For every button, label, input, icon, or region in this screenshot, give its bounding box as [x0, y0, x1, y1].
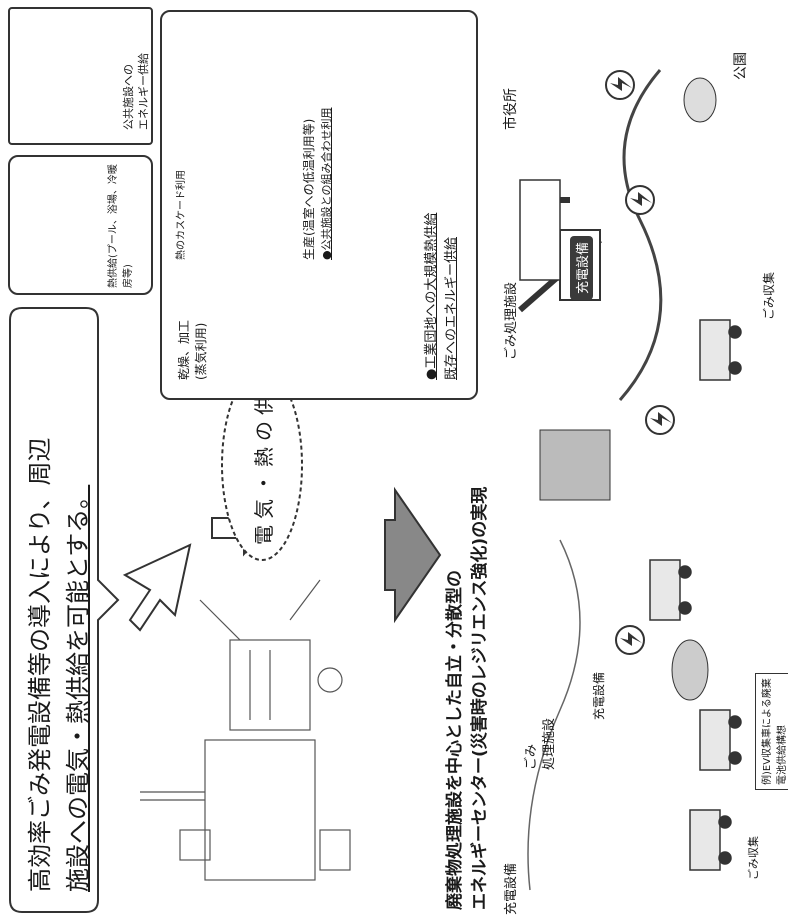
industrial-line1: ●工業団地への大規模熱供給	[424, 212, 439, 380]
lightning-icon	[605, 70, 675, 655]
right-collection-label: ごみ収集	[762, 271, 776, 320]
park-label: 公園	[733, 52, 749, 80]
left-treatment-line1: ごみ	[524, 743, 539, 770]
headline-line1: 高効率ごみ発電設備等の導入により、周辺	[26, 437, 54, 892]
cascade-label: 熱のカスケード利用	[176, 170, 187, 260]
bottom-line2: エネルギーセンター(災害時のレジリエンス強化)の実現	[470, 486, 490, 910]
drying-line2: (蒸気利用)	[194, 322, 208, 380]
left-treatment-line2: 処理施設	[542, 717, 557, 770]
headline-bubble	[9, 307, 120, 913]
arrow-diagonal-icon	[122, 543, 192, 632]
headline-line2: 施設への電気・熱供給を可能とする。	[64, 484, 92, 892]
ev-note-line2: 電池供給構想	[777, 725, 788, 785]
left-collection-label: ごみ収集	[747, 836, 760, 880]
left-charging-label: 充電設備	[592, 671, 606, 720]
ev-note: 例)EV収集車による廃棄 電池供給構想	[755, 673, 788, 790]
city-hall-label: 市役所	[503, 88, 519, 130]
industrial-line2: 既存へのエネルギー供給	[444, 236, 459, 380]
heat-pool-label: 熱供給(プール、浴場、冷暖房等)	[108, 164, 134, 288]
right-plant-label: ごみ処理施設	[504, 281, 519, 360]
ev-note-line1: 例)EV収集車による廃棄	[762, 678, 773, 785]
truck-icon	[649, 319, 742, 871]
combination-label: ●公共施設との組み合わせ利用	[320, 107, 333, 261]
factory-icon	[140, 579, 351, 881]
bottom-line1: 廃棄物処理施設を中心とした自立・分散型の	[445, 570, 465, 910]
drying-line1: 乾燥、加工	[177, 319, 191, 380]
arrow-down-icon	[384, 486, 442, 624]
right-charging-label: 充電設備	[570, 235, 593, 300]
left-edge-label: 充電設備	[504, 862, 519, 915]
public-energy-line1: 公共施設への	[122, 64, 135, 130]
public-energy-line2: エネルギー供給	[137, 53, 150, 130]
greenhouse-label: 生産(温室への低温利用等)	[302, 118, 316, 260]
